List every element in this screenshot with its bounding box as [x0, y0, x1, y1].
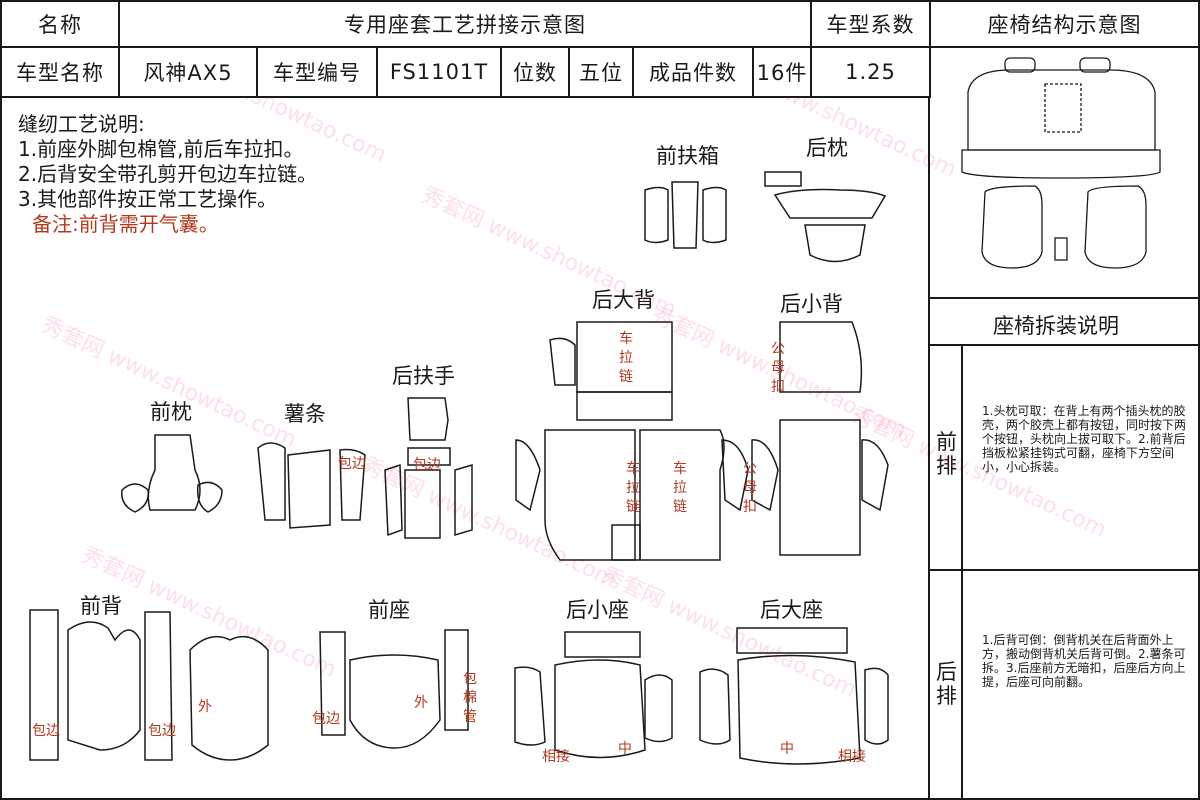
- part-label-front-seat: 前座: [368, 598, 410, 622]
- part-label-front-back: 前背: [80, 594, 122, 618]
- part-label-rear-headrest: 后枕: [806, 136, 848, 160]
- header-coef-label: 车型系数: [810, 0, 931, 48]
- pieces-value: 16件: [752, 46, 812, 98]
- part-label-strip: 薯条: [284, 402, 326, 426]
- notes-line-1: 1.前座外脚包棉管,前后车拉扣。: [18, 137, 304, 161]
- seats-value: 五位: [568, 46, 634, 98]
- mark-middle: 中: [618, 741, 632, 757]
- mark-join: 相接: [542, 749, 570, 765]
- mark-cotton-tube: 包棉管: [463, 671, 477, 725]
- mark-binding: 包边: [413, 457, 441, 473]
- rear-row-label: 后排: [936, 660, 957, 708]
- model-code-label: 车型编号: [256, 46, 378, 98]
- mark-outer: 外: [198, 699, 212, 715]
- watermark: 秀套网 www.showtao.com: [37, 313, 299, 453]
- notes-line-3: 3.其他部件按正常工艺操作。: [18, 187, 278, 211]
- notes-remark: 备注:前背需开气囊。: [32, 212, 219, 236]
- coef-value: 1.25: [810, 46, 931, 98]
- watermark: 秀套网 www.showtao.com: [357, 453, 619, 593]
- mark-snap: 公母扣: [771, 341, 785, 395]
- mark-snap: 公母扣: [743, 461, 757, 515]
- mark-zipper: 车拉链: [626, 461, 640, 515]
- mark-join: 相接: [838, 749, 866, 765]
- part-label-rear-small-back: 后小背: [780, 292, 843, 316]
- seat-structure-sketch: [961, 57, 1161, 269]
- instructions-title: 座椅拆装说明: [993, 314, 1119, 338]
- sewing-notes: 缝纫工艺说明: 1.前座外脚包棉管,前后车拉扣。 2.后背安全带孔剪开包边车拉链…: [18, 112, 317, 237]
- mark-binding: 包边: [338, 456, 366, 472]
- seats-label: 位数: [500, 46, 570, 98]
- mark-binding: 包边: [148, 723, 176, 739]
- structure-title: 座椅结构示意图: [929, 0, 1200, 48]
- mark-zipper: 车拉链: [619, 331, 633, 385]
- pieces-label: 成品件数: [632, 46, 754, 98]
- rear-row-instructions: 1.后背可倒：倒背机关在后背面外上方，搬动倒背机关后背可倒。2.薯条可拆。3.后…: [982, 633, 1186, 689]
- mark-zipper: 车拉链: [673, 461, 687, 515]
- page-title: 专用座套工艺拼接示意图: [118, 0, 812, 48]
- header-name-label: 名称: [0, 0, 120, 48]
- part-label-front-armrest-box: 前扶箱: [656, 144, 719, 168]
- part-label-rear-small-seat: 后小座: [566, 598, 629, 622]
- pattern-pieces: [29, 171, 889, 765]
- part-label-rear-armrest: 后扶手: [392, 364, 455, 388]
- part-label-front-headrest: 前枕: [150, 400, 192, 424]
- part-label-rear-big-back: 后大背: [592, 288, 655, 312]
- mark-outer: 外: [414, 695, 428, 711]
- front-row-instructions: 1.头枕可取：在背上有两个插头枕的胶壳，两个胶壳上都有按钮，同时按下两个按钮，头…: [982, 404, 1187, 474]
- notes-title: 缝纫工艺说明:: [18, 112, 145, 136]
- mark-binding: 包边: [32, 723, 60, 739]
- part-label-rear-big-seat: 后大座: [760, 598, 823, 622]
- notes-line-2: 2.后背安全带孔剪开包边车拉链。: [18, 162, 318, 186]
- front-row-label: 前排: [936, 430, 957, 478]
- model-name-value: 风神AX5: [118, 46, 258, 98]
- model-name-label: 车型名称: [0, 46, 120, 98]
- model-code-value: FS1101T: [376, 46, 502, 98]
- mark-middle: 中: [780, 741, 794, 757]
- mark-binding: 包边: [312, 711, 340, 727]
